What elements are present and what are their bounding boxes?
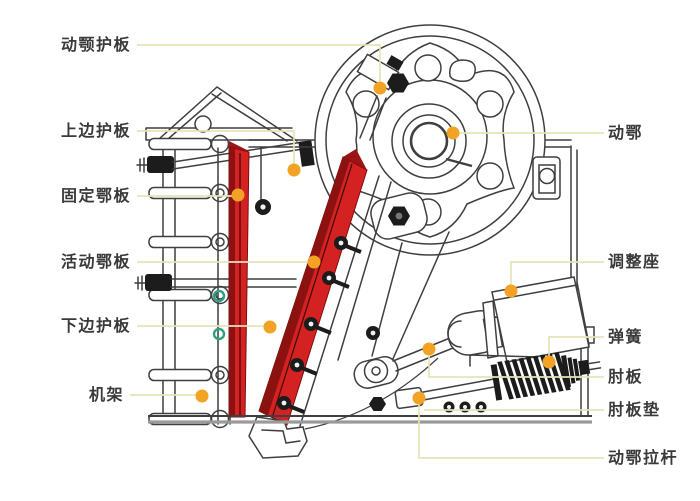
pitman <box>299 53 450 427</box>
callout-label-fixed-jaw-plate: 固定鄂板 <box>60 186 131 205</box>
toggle-pivot-boss <box>353 356 399 389</box>
callout-label-upper-side-guard: 上边护板 <box>60 121 131 140</box>
callout-label-adjustment-seat: 调整座 <box>608 252 661 271</box>
spring <box>490 352 602 401</box>
callout-label-movable-jaw-plate: 活动鄂板 <box>60 252 131 271</box>
jaw-guard-bolt-cluster <box>356 53 409 141</box>
fixed-jaw-plate <box>228 141 250 418</box>
callout-label-movable-jaw: 动鄂 <box>608 123 644 142</box>
lock-ring <box>212 327 226 341</box>
callout-dots <box>195 81 556 405</box>
jaw-foot-bracket <box>248 416 308 459</box>
callout-label-toggle-plate: 肘板 <box>608 367 644 386</box>
adjustment-seat <box>482 276 590 363</box>
toggle-plate <box>392 337 454 372</box>
callout-label-lower-side-guard: 下边护板 <box>60 316 131 335</box>
bearing-block <box>532 156 561 200</box>
leader-lines <box>130 44 604 459</box>
callout-label-movable-jaw-guard: 动颚护板 <box>60 35 131 54</box>
callout-label-frame: 机架 <box>88 385 124 404</box>
lock-ring <box>212 289 226 303</box>
jaw-bolts <box>277 236 362 414</box>
callout-label-spring: 弹簧 <box>608 327 644 346</box>
callout-label-toggle-seat: 肘板垫 <box>608 400 661 419</box>
frame-left-wall <box>134 86 315 429</box>
callout-label-tension-rod: 动鄂拉杆 <box>608 448 679 467</box>
movable-jaw-plate <box>258 149 368 426</box>
